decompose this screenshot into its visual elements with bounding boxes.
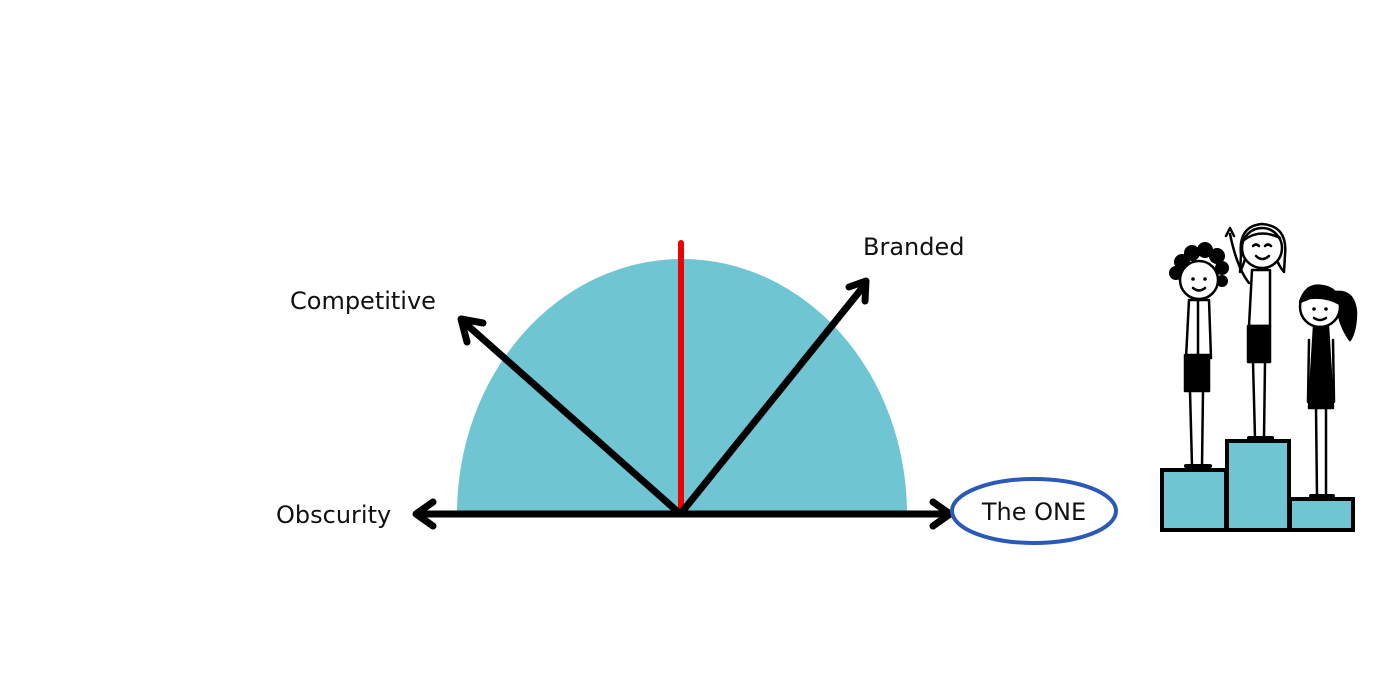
podium-block-second [1160, 468, 1228, 532]
arrowhead-branded-icon [845, 277, 870, 305]
waving-hand-icon [1228, 232, 1251, 285]
label-the-one: The ONE [981, 498, 1086, 526]
person-first-place [1224, 222, 1287, 440]
podium [1160, 439, 1355, 532]
label-obscurity: Obscurity [276, 501, 391, 529]
arrowhead-right-icon [929, 498, 954, 530]
person-third-place [1298, 284, 1358, 498]
person-second-place [1169, 242, 1229, 468]
branded-arrow [678, 277, 870, 516]
curly-hair-icon [1169, 242, 1229, 287]
label-branded: Branded [863, 233, 964, 261]
competitive-arrow [457, 315, 682, 516]
arrowhead-left-icon [412, 498, 437, 530]
podium-block-third [1288, 497, 1355, 532]
label-competitive: Competitive [290, 287, 436, 315]
podium-block-first [1225, 439, 1291, 532]
arrowhead-competitive-icon [457, 315, 487, 346]
the-one-highlight-ellipse [950, 477, 1118, 545]
